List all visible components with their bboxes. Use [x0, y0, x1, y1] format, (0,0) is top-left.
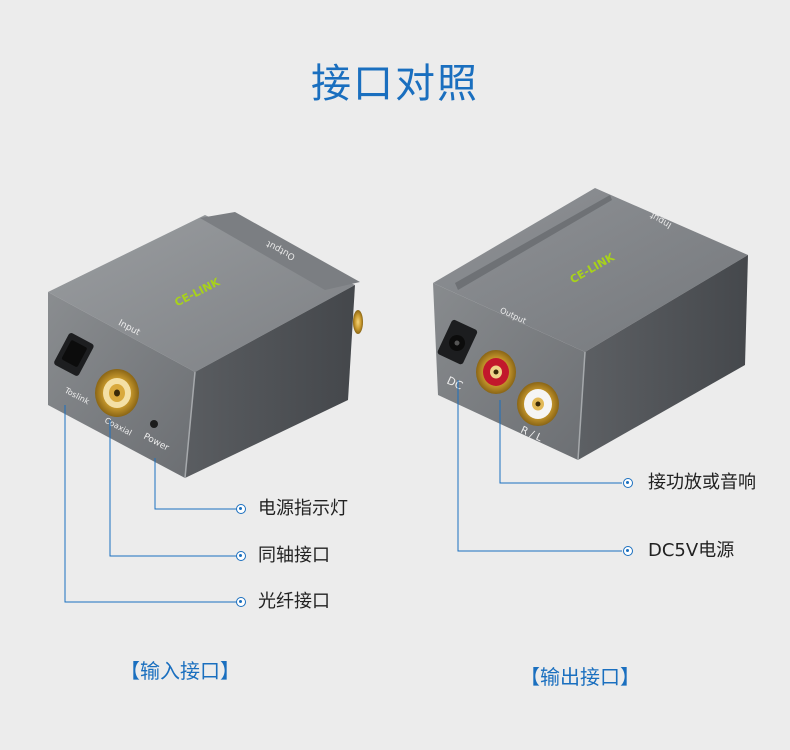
target-dot-icon	[236, 504, 246, 514]
target-dot-icon	[236, 551, 246, 561]
callout-dc5v-power: DC5V电源	[648, 540, 735, 561]
right-device-lid	[455, 195, 612, 290]
dc-jack-port	[437, 319, 478, 365]
callout-line-power	[154, 458, 240, 510]
rear-rca-peek	[353, 310, 363, 334]
dc-label: DC	[445, 374, 465, 393]
callout-optical-port: 光纤接口	[258, 591, 330, 612]
power-led	[150, 420, 158, 428]
right-device-side-panel	[578, 255, 748, 460]
left-caption-input-ports: 【输入接口】	[120, 659, 240, 683]
rca-right-red-port	[476, 350, 516, 394]
toslink-port	[54, 333, 94, 376]
left-device-side-panel	[185, 285, 355, 478]
callout-power-indicator: 电源指示灯	[258, 498, 348, 519]
target-dot-icon	[236, 597, 246, 607]
target-dot-icon	[623, 546, 633, 556]
right-device-top	[433, 188, 748, 352]
callout-line-dc	[457, 380, 622, 552]
callout-line-optical	[64, 405, 240, 603]
callout-coaxial-port: 同轴接口	[258, 545, 330, 566]
target-dot-icon	[623, 478, 633, 488]
left-device-lid	[200, 212, 360, 290]
coaxial-port	[95, 369, 139, 417]
callout-line-amplifier	[499, 400, 622, 484]
rca-left-white-port	[517, 382, 559, 426]
callout-amplifier-speaker: 接功放或音响	[648, 472, 756, 493]
page-title: 接口对照	[311, 61, 479, 107]
right-caption-output-ports: 【输出接口】	[520, 665, 640, 689]
callout-line-coaxial	[109, 420, 240, 557]
